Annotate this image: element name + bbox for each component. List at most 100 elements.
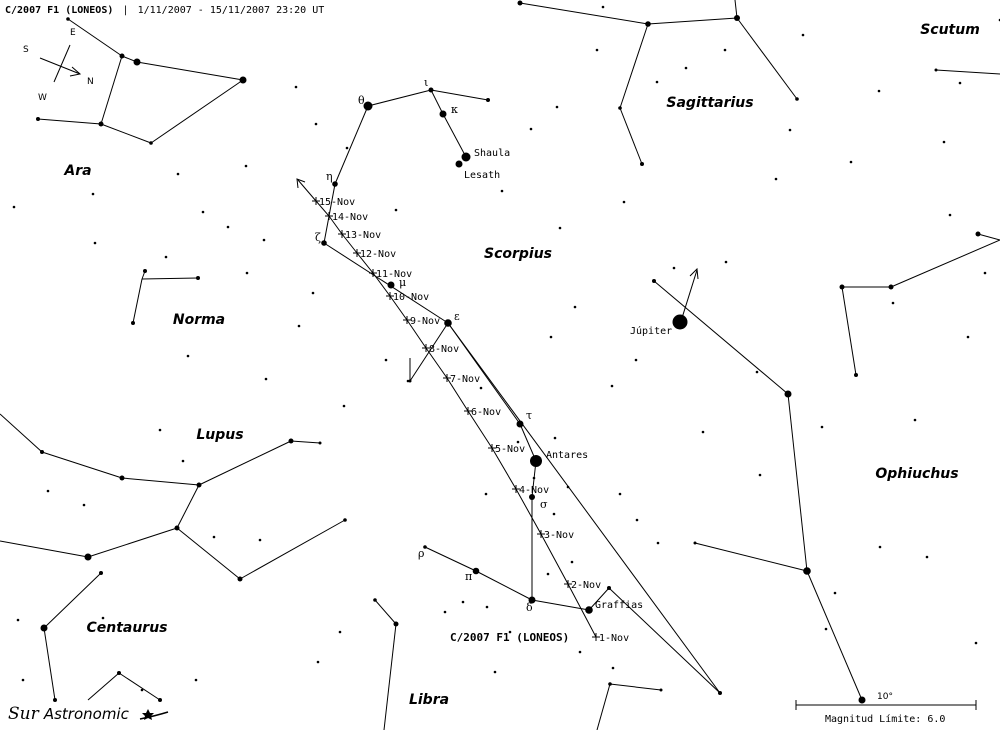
star bbox=[373, 598, 377, 602]
faint-star bbox=[878, 545, 882, 549]
constellation-line bbox=[136, 61, 244, 81]
limit-magnitude: Magnitud Límite: 6.0 bbox=[825, 713, 945, 725]
star bbox=[839, 284, 845, 290]
star bbox=[196, 482, 202, 488]
star bbox=[472, 567, 480, 575]
header-separator: | bbox=[122, 5, 128, 16]
constellation-line bbox=[239, 519, 346, 580]
faint-star bbox=[158, 428, 162, 432]
compass-sw-ne-line bbox=[39, 57, 81, 75]
faint-star bbox=[342, 404, 346, 408]
faint-star bbox=[345, 146, 349, 150]
constellation-label: Lupus bbox=[196, 427, 243, 443]
constellation-label: Centaurus bbox=[86, 620, 167, 636]
comet-direction-arrow bbox=[297, 179, 317, 202]
comet-date-label: 10-Nov bbox=[393, 292, 429, 303]
constellation-line bbox=[806, 570, 863, 701]
faint-star bbox=[226, 225, 230, 229]
faint-star bbox=[338, 630, 342, 634]
constellation-line bbox=[609, 683, 662, 691]
comet-date-label: 1-Nov bbox=[599, 633, 629, 644]
constellation-line bbox=[653, 280, 789, 395]
constellation-line bbox=[619, 23, 649, 109]
star bbox=[149, 141, 153, 145]
faint-star bbox=[82, 503, 86, 507]
faint-star bbox=[21, 678, 25, 682]
constellation-line bbox=[475, 570, 533, 601]
star bbox=[645, 21, 651, 27]
faint-star bbox=[212, 535, 216, 539]
constellation-line bbox=[374, 599, 397, 625]
faint-star bbox=[91, 192, 95, 196]
star bbox=[444, 319, 452, 327]
constellation-label: Ophiuchus bbox=[875, 466, 958, 482]
star bbox=[36, 117, 40, 121]
constellation-label: Scorpius bbox=[484, 246, 552, 262]
star bbox=[659, 688, 663, 692]
comet-date-label: 2-Nov bbox=[571, 580, 601, 591]
faint-star bbox=[186, 354, 190, 358]
comet-date-label: 9-Nov bbox=[410, 316, 440, 327]
constellation-line bbox=[41, 451, 123, 479]
star bbox=[423, 545, 427, 549]
faint-star bbox=[201, 210, 205, 214]
faint-star bbox=[549, 335, 553, 339]
faint-star bbox=[622, 200, 626, 204]
faint-star bbox=[101, 616, 105, 620]
star bbox=[455, 160, 463, 168]
faint-star bbox=[611, 666, 615, 670]
constellation-line bbox=[67, 18, 123, 57]
faint-star bbox=[983, 271, 987, 275]
star bbox=[196, 276, 200, 280]
greek-letter-label: ι bbox=[424, 76, 428, 89]
star bbox=[461, 152, 471, 162]
faint-star bbox=[394, 208, 398, 212]
faint-star bbox=[724, 260, 728, 264]
faint-star bbox=[508, 630, 512, 634]
star bbox=[343, 518, 347, 522]
faint-star bbox=[570, 560, 574, 564]
constellation-labels: ScutumSagittariusAraScorpiusNormaLupusOp… bbox=[63, 22, 979, 708]
faint-star bbox=[966, 335, 970, 339]
star bbox=[854, 373, 858, 377]
faint-star bbox=[788, 128, 792, 132]
constellation-line bbox=[694, 542, 808, 572]
faint-star bbox=[925, 555, 929, 559]
comet-date-label: 4-Nov bbox=[519, 485, 549, 496]
star bbox=[239, 76, 247, 84]
constellation-label: Ara bbox=[63, 163, 91, 179]
star bbox=[784, 390, 792, 398]
star bbox=[131, 321, 135, 325]
greek-letter-label: μ bbox=[399, 276, 406, 289]
faint-star bbox=[758, 473, 762, 477]
constellation-line bbox=[619, 107, 643, 165]
star bbox=[363, 101, 373, 111]
constellation-line bbox=[100, 55, 123, 125]
constellation-line bbox=[430, 89, 489, 101]
constellation-line bbox=[323, 242, 449, 324]
constellation-line bbox=[367, 89, 432, 107]
scale-bar: 10° bbox=[795, 692, 977, 710]
faint-star bbox=[552, 512, 556, 516]
faint-star bbox=[93, 241, 97, 245]
star bbox=[803, 567, 811, 575]
faint-star bbox=[684, 66, 688, 70]
star bbox=[98, 121, 104, 127]
faint-star bbox=[774, 177, 778, 181]
star bbox=[119, 475, 125, 481]
star bbox=[529, 494, 535, 500]
compass-east: E bbox=[70, 28, 76, 38]
star bbox=[66, 17, 70, 21]
constellation-line bbox=[37, 118, 102, 125]
constellation-line bbox=[87, 672, 120, 701]
star bbox=[143, 269, 147, 273]
constellation-line bbox=[841, 286, 857, 376]
faint-star bbox=[194, 678, 198, 682]
logo-comet-tail-icon bbox=[139, 711, 169, 720]
faint-star bbox=[891, 301, 895, 305]
faint-star bbox=[723, 48, 727, 52]
sur-astronomico-logo: Sur Astronomic bbox=[8, 704, 169, 724]
star bbox=[718, 691, 722, 695]
faint-star bbox=[311, 291, 315, 295]
faint-star bbox=[140, 688, 144, 692]
